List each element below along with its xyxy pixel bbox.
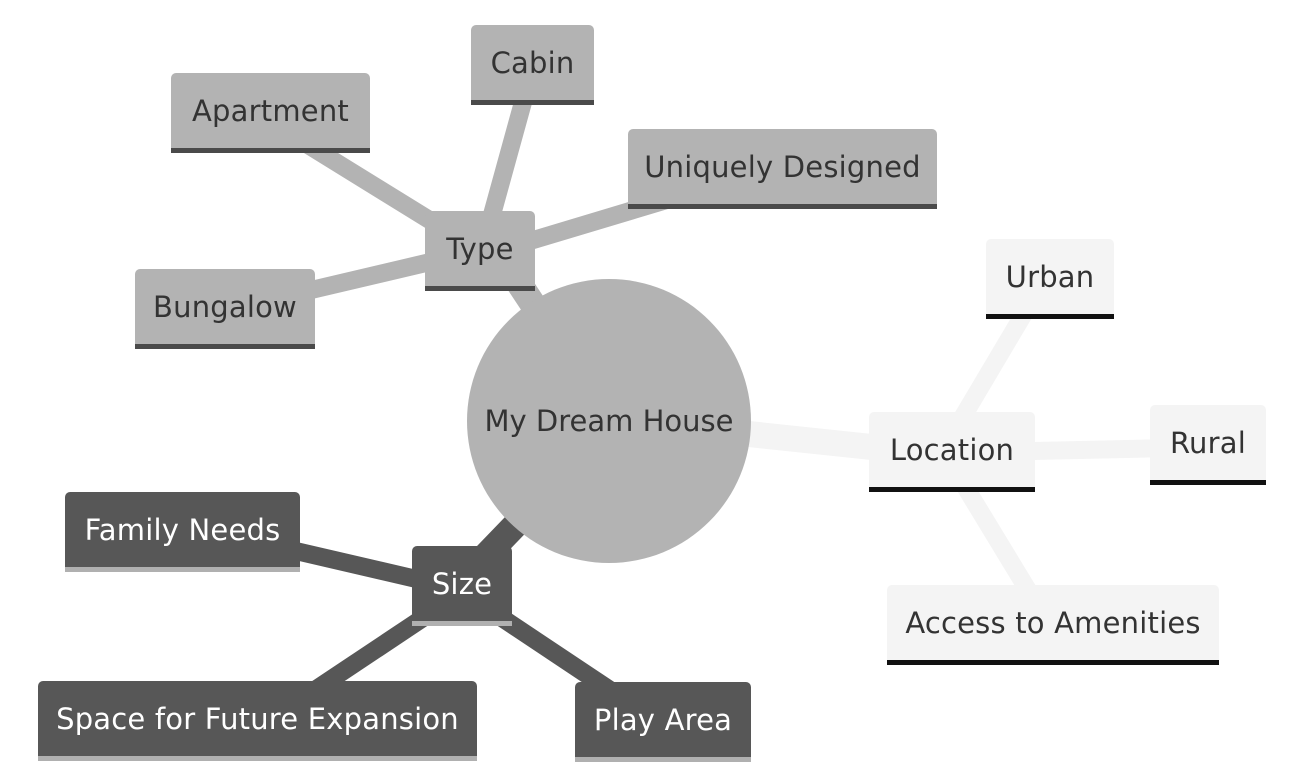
node-uniquely-designed: Uniquely Designed <box>628 129 937 209</box>
node-access-to-amenities: Access to Amenities <box>887 585 1219 665</box>
root-node-my-dream-house: My Dream House <box>467 279 751 563</box>
node-play-area: Play Area <box>575 682 751 762</box>
node-size: Size <box>412 546 512 626</box>
node-family-needs: Family Needs <box>65 492 300 572</box>
node-cabin: Cabin <box>471 25 594 105</box>
node-urban: Urban <box>986 239 1114 319</box>
node-apartment: Apartment <box>171 73 370 153</box>
node-rural: Rural <box>1150 405 1266 485</box>
node-location: Location <box>869 412 1035 492</box>
node-type: Type <box>425 211 535 291</box>
node-space-for-future-expansion: Space for Future Expansion <box>38 681 477 761</box>
node-bungalow: Bungalow <box>135 269 315 349</box>
